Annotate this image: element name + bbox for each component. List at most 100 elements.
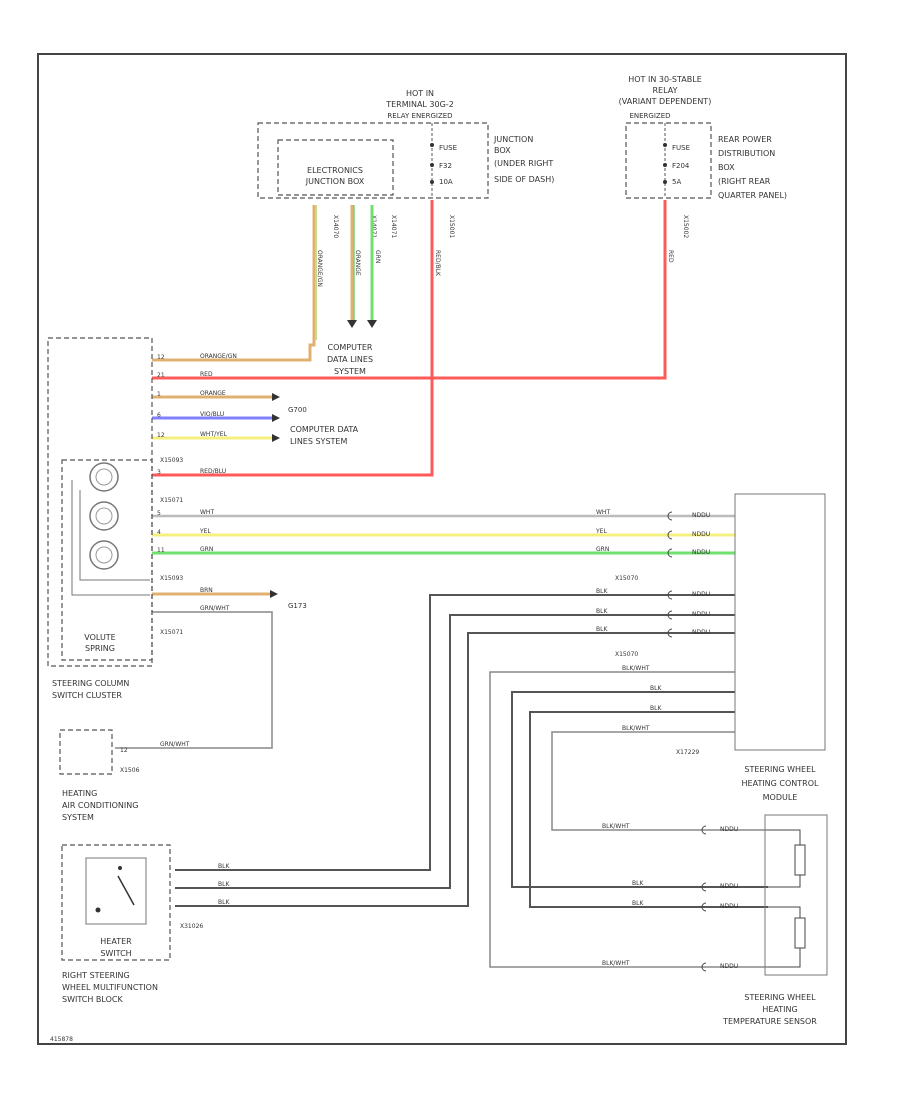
swhcm-label: STEERING WHEEL HEATING CONTROL MODULE	[742, 765, 820, 802]
right-steering-wheel-switch-label: RIGHT STEERING WHEEL MULTIFUNCTION SWITC…	[62, 971, 158, 1004]
svg-text:YEL: YEL	[595, 528, 607, 535]
rear-power-distribution-box-outline	[625, 122, 712, 199]
nddu-labels: NDDU NDDU NDDU NDDU NDDU NDDU NDDU NDDU …	[692, 512, 738, 970]
svg-text:BOX: BOX	[718, 163, 735, 172]
svg-text:6: 6	[157, 412, 161, 419]
svg-text:DATA LINES: DATA LINES	[327, 355, 373, 364]
svg-text:GRN: GRN	[374, 250, 381, 263]
svg-text:X14071: X14071	[390, 215, 397, 238]
svg-text:NDDU: NDDU	[692, 531, 710, 538]
wire-blk-2	[175, 614, 735, 889]
svg-text:5A: 5A	[672, 178, 681, 186]
svg-text:12: 12	[157, 354, 165, 361]
heater-switch-outline	[61, 844, 171, 961]
svg-text:QUARTER PANEL): QUARTER PANEL)	[718, 191, 787, 200]
svg-text:ORANGE: ORANGE	[200, 390, 226, 397]
arrow-cdl-1	[347, 320, 357, 328]
svg-text:NDDU: NDDU	[692, 611, 710, 618]
svg-text:JUNCTION: JUNCTION	[493, 135, 533, 144]
svg-text:BLK: BLK	[632, 880, 644, 887]
svg-text:BLK/WHT: BLK/WHT	[602, 823, 630, 830]
svg-text:10A: 10A	[439, 178, 453, 186]
svg-text:NDDU: NDDU	[720, 963, 738, 970]
fuse-f204: FUSE F204 5A	[663, 123, 690, 198]
svg-text:STEERING COLUMN: STEERING COLUMN	[52, 679, 129, 688]
wire-blk-b	[529, 711, 768, 908]
wire-blk-1	[175, 594, 735, 871]
svg-text:SWITCH: SWITCH	[100, 949, 131, 958]
svg-text:SYSTEM: SYSTEM	[62, 813, 94, 822]
svg-text:X15070: X15070	[615, 651, 638, 658]
svg-text:FUSE: FUSE	[672, 144, 690, 152]
svg-text:NDDU: NDDU	[692, 591, 710, 598]
svg-text:ORANGE/GN: ORANGE/GN	[316, 250, 323, 287]
svg-text:LINES SYSTEM: LINES SYSTEM	[290, 437, 347, 446]
svg-text:REAR POWER: REAR POWER	[718, 135, 772, 144]
svg-text:HEATING CONTROL: HEATING CONTROL	[742, 779, 820, 788]
svg-text:ELECTRONICS: ELECTRONICS	[307, 166, 363, 175]
swhts-label: STEERING WHEEL HEATING TEMPERATURE SENSO…	[722, 993, 817, 1026]
steering-wheel-heating-control-module	[734, 493, 826, 751]
fuse-f32: FUSE F32 10A	[430, 123, 457, 198]
svg-text:X15001: X15001	[448, 215, 455, 238]
heating-ac-label: HEATING AIR CONDITIONING SYSTEM	[62, 789, 138, 822]
svg-text:4: 4	[157, 529, 161, 536]
svg-text:WHT: WHT	[596, 509, 610, 516]
svg-text:SYSTEM: SYSTEM	[334, 367, 366, 376]
svg-text:BOX: BOX	[494, 146, 511, 155]
wire-blk-a	[511, 691, 768, 888]
svg-text:BLK: BLK	[218, 899, 230, 906]
connector-symbols	[667, 511, 707, 972]
steering-wheel-temperature-sensor	[764, 814, 828, 976]
svg-text:SWITCH CLUSTER: SWITCH CLUSTER	[52, 691, 122, 700]
hot-30-stable-label: HOT IN 30-STABLE RELAY (VARIANT DEPENDEN…	[619, 75, 712, 120]
g700-label: G700	[288, 406, 307, 414]
svg-text:21: 21	[157, 372, 165, 379]
svg-text:HOT IN: HOT IN	[406, 89, 434, 98]
electronics-junction-box-label: ELECTRONICS JUNCTION BOX	[305, 166, 365, 186]
wire-red	[152, 200, 667, 380]
svg-text:BLK: BLK	[218, 863, 230, 870]
svg-text:JUNCTION BOX: JUNCTION BOX	[305, 177, 365, 186]
computer-data-lines-label-2: COMPUTER DATA LINES SYSTEM	[290, 425, 359, 446]
svg-text:BLK/WHT: BLK/WHT	[602, 960, 630, 967]
svg-text:SWITCH BLOCK: SWITCH BLOCK	[62, 995, 123, 1004]
svg-text:ORANGE: ORANGE	[354, 250, 361, 276]
heater-switch-label: HEATER SWITCH	[100, 937, 132, 958]
svg-text:VOLUTE: VOLUTE	[84, 633, 115, 642]
volute-spring-label: VOLUTE SPRING	[84, 633, 115, 653]
wire-grn-wht	[115, 611, 273, 749]
svg-text:X15093: X15093	[160, 457, 183, 464]
svg-text:YEL: YEL	[199, 528, 211, 535]
svg-text:AIR CONDITIONING: AIR CONDITIONING	[62, 801, 138, 810]
svg-text:ENERGIZED: ENERGIZED	[629, 112, 670, 120]
rear-power-distribution-box-label: REAR POWER DISTRIBUTION BOX (RIGHT REAR …	[718, 135, 787, 200]
svg-text:X15002: X15002	[682, 215, 689, 238]
svg-text:TERMINAL 30G-2: TERMINAL 30G-2	[385, 100, 454, 109]
svg-text:5: 5	[157, 510, 161, 517]
g173-label: G173	[288, 602, 307, 610]
svg-text:BLK: BLK	[596, 626, 608, 633]
vertical-wire-labels: ORANGE/GN ORANGE GRN RED/BLK RED	[316, 250, 674, 287]
svg-text:SIDE OF DASH): SIDE OF DASH)	[494, 175, 554, 184]
svg-text:X14070: X14070	[332, 215, 339, 238]
svg-text:X1506: X1506	[120, 767, 140, 774]
svg-text:WHEEL MULTIFUNCTION: WHEEL MULTIFUNCTION	[62, 983, 158, 992]
svg-text:NDDU: NDDU	[720, 826, 738, 833]
svg-text:RED: RED	[200, 371, 213, 378]
svg-text:RED/BLK: RED/BLK	[434, 250, 441, 277]
svg-text:VIO/BLU: VIO/BLU	[200, 411, 224, 418]
svg-text:GRN/WHT: GRN/WHT	[200, 605, 230, 612]
svg-text:SPRING: SPRING	[85, 644, 115, 653]
svg-text:F32: F32	[439, 162, 452, 170]
wire-blk-wht-1	[489, 671, 768, 968]
horizontal-wire-labels: ORANGE/GN RED ORANGE VIO/BLU WHT/YEL RED…	[160, 353, 662, 967]
svg-text:FUSE: FUSE	[439, 144, 457, 152]
volute-spring-outline	[61, 459, 153, 661]
svg-text:STEERING WHEEL: STEERING WHEEL	[744, 765, 816, 774]
top-connector-labels: X14070 X14071 X14071 X15001 X15002	[332, 215, 689, 238]
svg-text:BLK/WHT: BLK/WHT	[622, 665, 650, 672]
svg-text:RELAY ENERGIZED: RELAY ENERGIZED	[387, 112, 452, 120]
svg-text:1: 1	[157, 391, 161, 398]
electronics-junction-box-outline	[277, 139, 394, 196]
